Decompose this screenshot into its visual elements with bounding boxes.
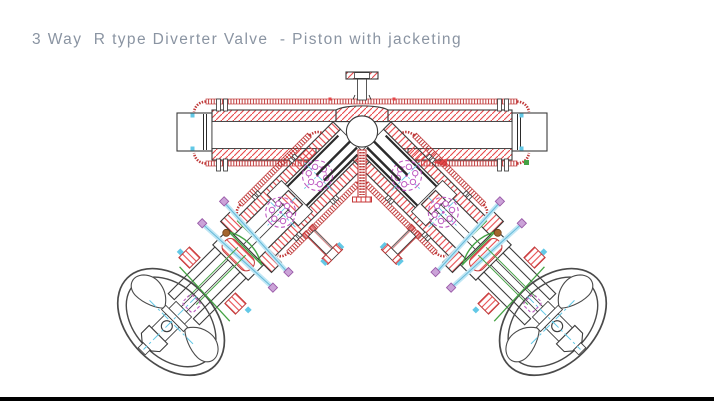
green-marker — [524, 160, 529, 165]
top-vent-flange — [345, 71, 379, 101]
drawing-title: 3 Way R type Diverter Valve - Piston wit… — [32, 31, 462, 48]
bottom-bar — [0, 397, 714, 401]
center-piston-detail — [315, 71, 409, 203]
center-stem — [357, 149, 367, 198]
piston-ball — [345, 115, 379, 148]
stem-foot — [352, 196, 372, 203]
